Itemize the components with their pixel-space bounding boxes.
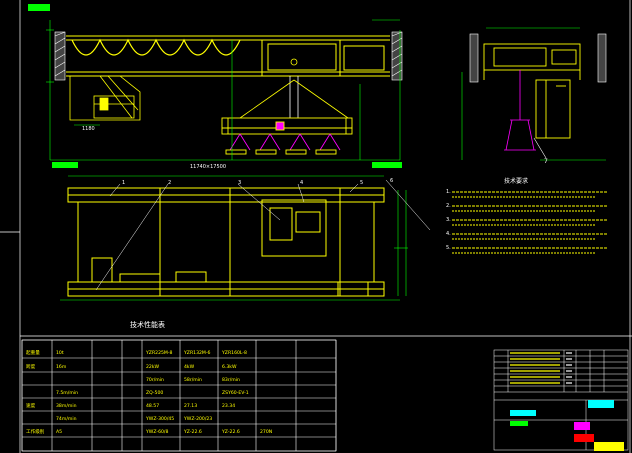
note-line: 4. xyxy=(446,231,451,237)
technical-notes: 技术要求 1. 2. 3. 4. 5. xyxy=(446,177,608,254)
plan-balloon-6: 6 xyxy=(390,178,393,184)
spec-cell: YZR225M-8 xyxy=(145,350,173,356)
elevation-dimensions xyxy=(46,19,401,161)
plan-balloon-4: 4 xyxy=(300,180,303,186)
spec-cell: 6.3kW xyxy=(222,364,237,370)
left-column-hatch xyxy=(54,31,66,81)
right-column-hatch xyxy=(391,31,403,81)
spec-cell: 38m/min xyxy=(56,403,77,409)
spec-cell: YZR160L-8 xyxy=(221,350,247,356)
corner-tag xyxy=(28,4,50,11)
crane-plan-view: 1 2 3 4 5 6 xyxy=(60,175,431,301)
spec-table-title: 技术性能表 xyxy=(130,320,165,329)
plan-balloon-5: 5 xyxy=(360,180,363,186)
span-dimension-label: 11740×17500 xyxy=(190,164,226,170)
spec-cell: 48.57 xyxy=(146,403,159,409)
note-line: 1. xyxy=(446,189,451,195)
title-block xyxy=(493,349,629,451)
crane-elevation-view: 1180 11740×17500 xyxy=(46,19,403,170)
spec-cell: 23.34 xyxy=(222,403,235,409)
spec-cell: 16m xyxy=(56,364,67,370)
spec-cell: A5 xyxy=(56,429,62,435)
spec-cell: 27.13 xyxy=(184,403,197,409)
spec-cell: 10t xyxy=(56,350,64,356)
spec-cell: 74m/min xyxy=(56,416,77,422)
spec-cell: ZQ-500 xyxy=(146,390,163,396)
spec-cell: 4kW xyxy=(184,364,195,370)
dim-tag-right xyxy=(372,162,402,168)
spec-cell: 7.5m/min xyxy=(56,390,78,396)
hook-assembly xyxy=(239,58,349,119)
plan-balloon-3: 3 xyxy=(238,180,241,186)
dim-tag-left xyxy=(52,162,78,168)
spec-cell: ZSY60-EV-1 xyxy=(222,390,249,396)
note-line: 3. xyxy=(446,217,451,223)
spec-cell: 58r/min xyxy=(184,377,202,383)
note-line: 2. xyxy=(446,203,451,209)
spec-cell: 83r/min xyxy=(222,377,240,383)
plan-balloon-2: 2 xyxy=(168,180,171,186)
notes-title: 技术要求 xyxy=(504,177,528,185)
spec-cell: YWZ-300/45 xyxy=(145,416,174,422)
spec-cell: YZ-22.6 xyxy=(221,429,240,435)
section-balloon-7: 7 xyxy=(544,158,548,165)
spec-cell: YWZ-200/23 xyxy=(183,416,212,422)
spec-table: 技术性能表 起重量 10t YZR225M-8 YZR132M-6 YZR160L-8 跨… xyxy=(21,320,337,452)
spec-cell: YWZ-60/8 xyxy=(145,429,168,435)
spec-cell: 起重量 xyxy=(26,349,40,356)
operator-cabin xyxy=(69,75,141,121)
spec-cell: 工作级别 xyxy=(26,428,45,435)
spec-cell: 速度 xyxy=(26,402,36,409)
lifting-beam xyxy=(221,117,353,155)
main-girder xyxy=(66,35,390,77)
spec-cell: 22kW xyxy=(146,364,160,370)
spec-cell: 跨度 xyxy=(26,363,36,370)
crane-section-view: 7 xyxy=(461,27,607,165)
hook-dimension-label: 1180 xyxy=(82,126,95,132)
note-line: 5. xyxy=(446,245,451,251)
spec-cell: 70r/min xyxy=(146,377,164,383)
plan-balloons: 1 2 3 4 5 6 xyxy=(122,178,393,186)
spec-cell: 270N xyxy=(260,429,272,435)
plan-balloon-1: 1 xyxy=(122,180,125,186)
spec-cell: YZR132M-6 xyxy=(183,350,211,356)
spec-cell: YZ-22.6 xyxy=(183,429,202,435)
